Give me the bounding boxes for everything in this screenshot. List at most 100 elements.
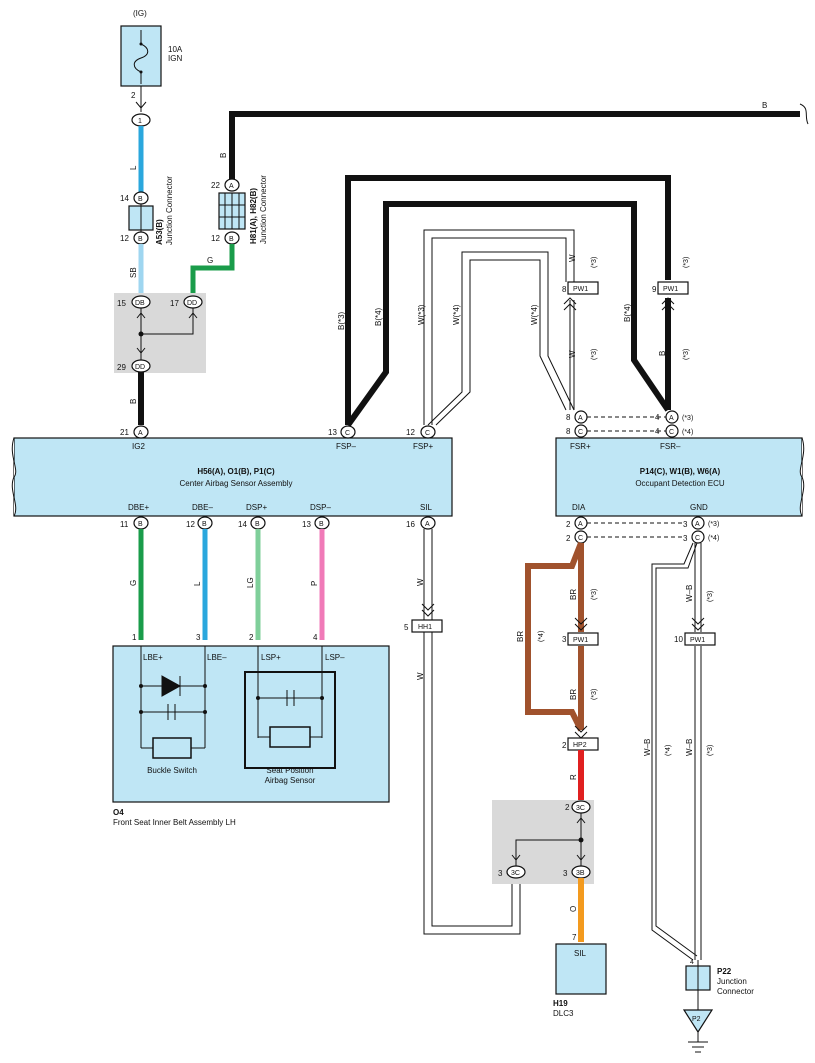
svg-text:B: B: [202, 521, 207, 528]
pw1-connector-fsp: [567, 281, 599, 295]
svg-text:A: A: [229, 183, 234, 190]
svg-text:DD: DD: [135, 364, 145, 371]
center-airbag-sensor-box: [13, 437, 453, 517]
svg-text:LBE+: LBE+: [143, 653, 163, 662]
svg-text:14: 14: [120, 194, 129, 203]
svg-text:3: 3: [562, 635, 567, 644]
svg-text:B: B: [138, 236, 143, 243]
svg-text:(*3): (*3): [591, 257, 598, 268]
svg-text:3: 3: [196, 633, 201, 642]
svg-text:(*3): (*3): [682, 415, 693, 422]
svg-text:(*3): (*3): [591, 689, 598, 700]
svg-text:A: A: [578, 521, 583, 528]
svg-text:2: 2: [566, 520, 571, 529]
a53-label: Junction Connector: [165, 176, 174, 245]
svg-text:(*3): (*3): [707, 591, 714, 602]
svg-text:W: W: [568, 350, 577, 358]
sensor-element-icon: [269, 726, 311, 748]
svg-text:3: 3: [498, 869, 503, 878]
svg-text:3C: 3C: [576, 805, 585, 812]
svg-text:7: 7: [572, 933, 577, 942]
svg-text:2: 2: [249, 633, 254, 642]
svg-text:15: 15: [117, 299, 126, 308]
svg-text:3: 3: [563, 869, 568, 878]
svg-text:B: B: [129, 399, 138, 404]
svg-text:BR: BR: [569, 689, 578, 700]
svg-text:2: 2: [562, 741, 567, 750]
svg-text:2: 2: [565, 803, 570, 812]
svg-text:LG: LG: [246, 577, 255, 588]
svg-text:Airbag Sensor: Airbag Sensor: [265, 776, 316, 785]
pw1-connector-fsr: [657, 281, 689, 295]
svg-text:PW1: PW1: [663, 286, 678, 293]
buckle-switch-icon: [152, 737, 192, 759]
svg-text:HP2: HP2: [573, 742, 587, 749]
svg-text:(*4): (*4): [665, 745, 672, 756]
svg-text:G: G: [129, 580, 138, 586]
ground-icon: [688, 1032, 708, 1053]
diode-icon: [161, 675, 182, 697]
svg-text:9: 9: [652, 285, 657, 294]
svg-text:DB: DB: [135, 300, 145, 307]
svg-text:4: 4: [313, 633, 318, 642]
svg-text:1: 1: [132, 633, 137, 642]
center-ecu-name: Center Airbag Sensor Assembly: [180, 479, 293, 488]
svg-text:8: 8: [562, 285, 567, 294]
capacitor-icon: [167, 704, 176, 720]
svg-text:4: 4: [655, 427, 660, 436]
svg-text:(*4): (*4): [682, 429, 693, 436]
svg-text:A: A: [669, 415, 674, 422]
svg-text:B: B: [762, 101, 767, 110]
svg-text:W(*4): W(*4): [452, 304, 461, 325]
pw1-connector-gnd: [684, 632, 716, 646]
svg-text:GND: GND: [690, 503, 708, 512]
svg-text:LSP+: LSP+: [261, 653, 281, 662]
svg-text:B: B: [229, 236, 234, 243]
svg-text:PW1: PW1: [573, 637, 588, 644]
svg-text:W–B: W–B: [685, 585, 694, 602]
svg-text:8: 8: [566, 413, 571, 422]
svg-text:13: 13: [328, 428, 337, 437]
svg-text:(*4): (*4): [708, 535, 719, 542]
svg-text:21: 21: [120, 428, 129, 437]
svg-text:W–B: W–B: [643, 739, 652, 756]
fuse-pin: 2: [131, 91, 136, 100]
h81-label: Junction Connector: [259, 175, 268, 244]
wire-b4-loop: [345, 201, 671, 427]
svg-text:B: B: [319, 521, 324, 528]
svg-text:A: A: [425, 521, 430, 528]
svg-text:FSP–: FSP–: [336, 442, 357, 451]
svg-text:W: W: [416, 672, 425, 680]
svg-text:C: C: [578, 535, 583, 542]
svg-text:O: O: [569, 906, 578, 912]
svg-text:LSP–: LSP–: [325, 653, 345, 662]
svg-text:C: C: [695, 535, 700, 542]
power-source-label: (IG): [133, 9, 147, 18]
svg-text:16: 16: [406, 520, 415, 529]
svg-text:14: 14: [238, 520, 247, 529]
svg-text:SB: SB: [129, 267, 138, 278]
svg-text:17: 17: [170, 299, 179, 308]
dlc-name: DLC3: [553, 1009, 574, 1018]
svg-text:12: 12: [186, 520, 195, 529]
svg-text:SIL: SIL: [420, 503, 433, 512]
wire-br4: [525, 541, 584, 732]
svg-text:FSR+: FSR+: [570, 442, 591, 451]
svg-text:DIA: DIA: [572, 503, 586, 512]
svg-text:W(*3): W(*3): [417, 304, 426, 325]
svg-text:C: C: [669, 429, 674, 436]
svg-text:3: 3: [683, 534, 688, 543]
svg-text:W: W: [416, 578, 425, 586]
svg-text:DSP–: DSP–: [310, 503, 331, 512]
svg-text:A: A: [578, 415, 583, 422]
svg-text:A: A: [695, 521, 700, 528]
svg-text:B(*4): B(*4): [623, 303, 632, 322]
svg-text:DBE–: DBE–: [192, 503, 213, 512]
occupant-ecu-name: Occupant Detection ECU: [635, 479, 725, 488]
svg-text:A: A: [138, 430, 143, 437]
svg-text:4: 4: [690, 959, 694, 966]
wire-b-top: [229, 111, 800, 182]
svg-text:(*3): (*3): [591, 589, 598, 600]
